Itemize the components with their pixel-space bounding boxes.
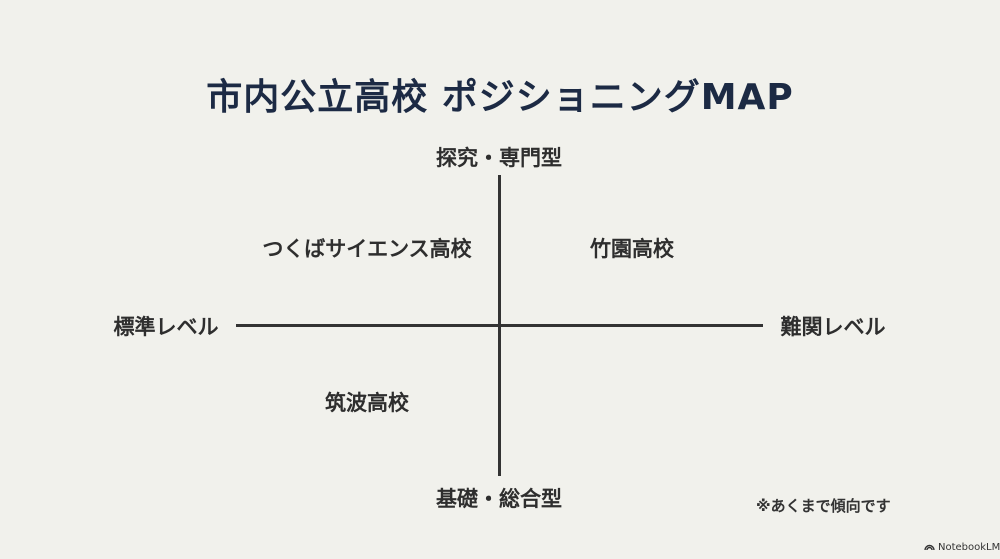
disclaimer-note: ※あくまで傾向です (756, 497, 891, 515)
quadrant-label-top-right: 竹園高校 (590, 237, 674, 261)
brand-watermark: NotebookLM (924, 542, 1000, 553)
axis-label-left: 標準レベル (113, 315, 219, 339)
axis-label-bottom: 基礎・総合型 (436, 487, 562, 511)
horizontal-axis (236, 324, 763, 327)
quadrant-label-bottom-left: 筑波高校 (325, 391, 409, 415)
quadrant-label-top-left: つくばサイエンス高校 (262, 237, 472, 261)
page-title: 市内公立高校 ポジショニングMAP (206, 77, 794, 118)
axis-label-right: 難関レベル (780, 315, 886, 339)
brand-label: NotebookLM (938, 542, 1000, 553)
axis-label-top: 探究・専門型 (436, 146, 562, 170)
notebooklm-logo-icon (924, 542, 935, 553)
